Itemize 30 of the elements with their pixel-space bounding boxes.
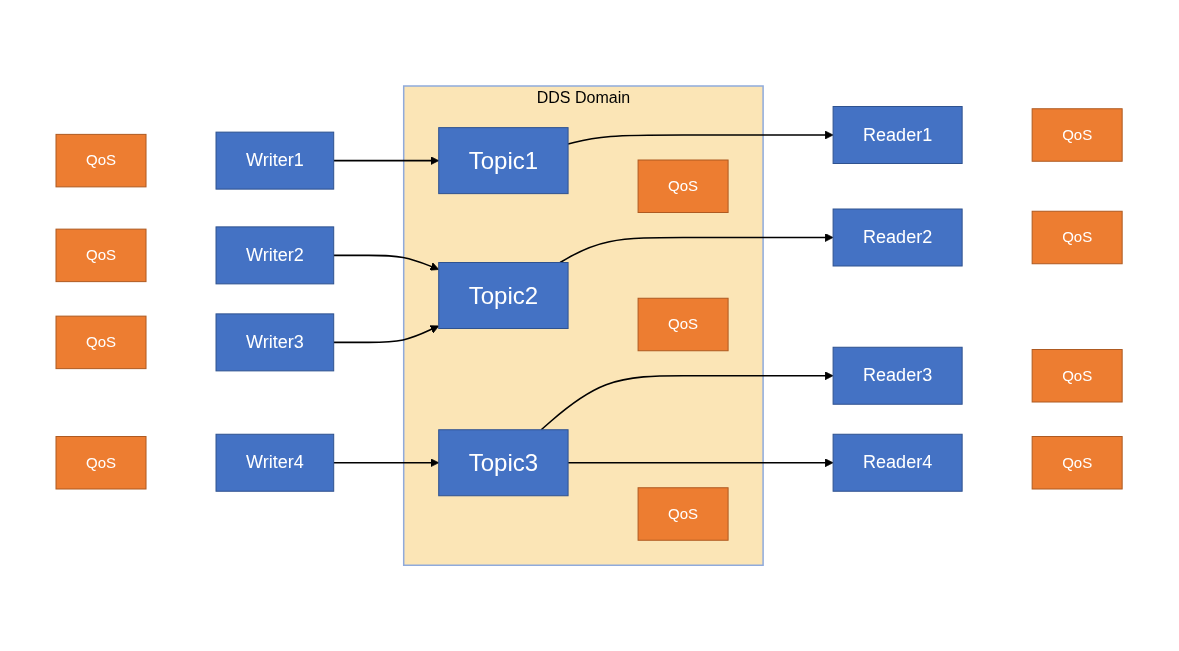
arrow (333, 458, 440, 468)
arrow (567, 130, 834, 145)
node-box: QoS (55, 315, 147, 369)
node-box: Topic3 (438, 429, 569, 497)
node-box: Reader4 (833, 433, 964, 492)
node-box: QoS (1032, 348, 1124, 403)
node-box: QoS (55, 435, 147, 490)
node-box: QoS (638, 487, 729, 541)
node-box: Writer2 (215, 226, 335, 285)
node-box: QoS (1032, 435, 1124, 490)
node-box: Topic1 (438, 127, 569, 194)
arrow (567, 458, 834, 468)
node-box: Writer1 (215, 131, 335, 190)
node-box: QoS (1032, 210, 1124, 265)
node-box: Reader2 (833, 208, 964, 267)
arrow (333, 254, 440, 271)
node-box: QoS (638, 159, 729, 213)
node-box: Writer3 (215, 313, 335, 372)
arrow (540, 371, 834, 431)
arrow (333, 325, 440, 344)
node-box: Reader3 (833, 346, 964, 405)
node-box: QoS (638, 297, 729, 352)
node-box: Topic2 (438, 261, 569, 329)
node-box: QoS (55, 228, 147, 282)
node-box: Writer4 (215, 433, 335, 492)
node-box: QoS (55, 133, 147, 188)
arrow (333, 156, 440, 165)
node-box: QoS (1032, 108, 1124, 162)
node-box: Reader1 (833, 105, 964, 164)
arrow (559, 233, 834, 264)
